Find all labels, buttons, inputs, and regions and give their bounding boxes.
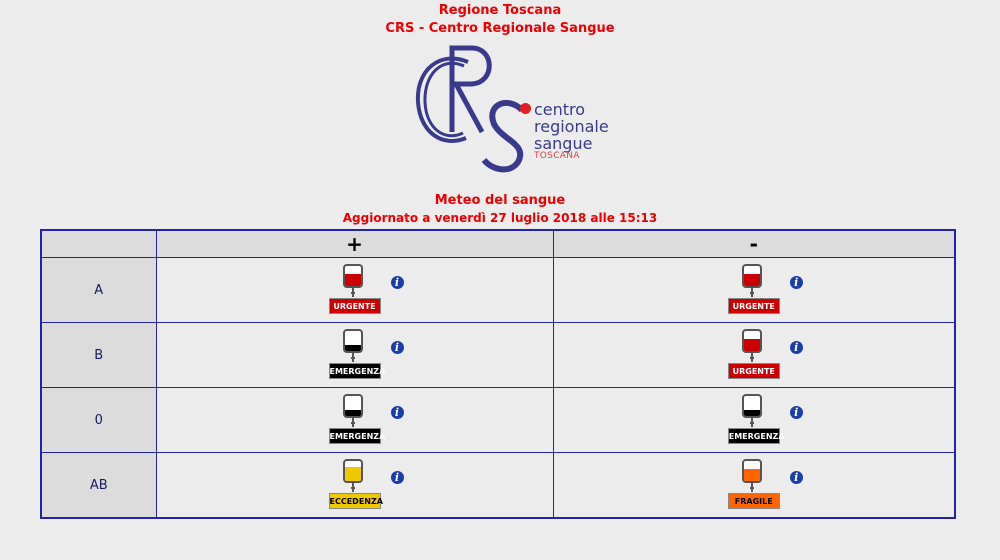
bag-tube-clip xyxy=(749,292,754,294)
updated-timestamp: Aggiornato a venerdì 27 luglio 2018 alle… xyxy=(342,211,658,225)
column-header-positive: + xyxy=(155,229,554,258)
blood-bag-fill xyxy=(344,410,361,416)
logo-text-toscana: TOSCANA xyxy=(534,151,580,161)
blood-bag-icon xyxy=(741,264,762,288)
status-cell-negative: FRAGILE i xyxy=(552,452,956,519)
blood-bag: URGENTE i xyxy=(727,264,803,318)
blood-bag: URGENTE i xyxy=(727,329,803,383)
logo-text-centro: centro xyxy=(534,100,586,119)
bag-tube-clip xyxy=(350,487,355,489)
status-badge: EMERGENZA xyxy=(328,363,385,379)
info-icon[interactable]: i xyxy=(789,471,803,484)
info-icon[interactable]: i xyxy=(789,276,803,289)
blood-bag-icon xyxy=(741,459,762,483)
bag-tube-clip xyxy=(350,357,355,359)
info-icon[interactable]: i xyxy=(789,341,803,354)
blood-bag: EMERGENZA i xyxy=(727,394,803,448)
blood-bag: EMERGENZA i xyxy=(328,394,404,448)
region-title: Regione Toscana xyxy=(438,3,562,18)
status-badge: EMERGENZA xyxy=(727,428,785,444)
blood-bag-icon xyxy=(342,459,363,483)
table-header-row: + - xyxy=(40,229,956,258)
info-icon[interactable]: i xyxy=(789,406,803,419)
blood-bag-fill xyxy=(344,345,361,351)
info-icon[interactable]: i xyxy=(390,341,404,354)
blood-group-label: 0 xyxy=(40,387,157,453)
blood-bag-fill xyxy=(344,274,361,286)
blood-bag-fill xyxy=(743,469,760,481)
blood-bag-icon xyxy=(741,329,762,353)
meteo-title: Meteo del sangue xyxy=(434,193,566,208)
status-cell-positive: EMERGENZA i xyxy=(155,387,554,453)
status-cell-positive: EMERGENZA i xyxy=(155,322,554,388)
status-badge: URGENTE xyxy=(727,363,780,379)
blood-bag: URGENTE i xyxy=(328,264,404,318)
blood-group-label: A xyxy=(40,257,157,323)
status-cell-negative: URGENTE i xyxy=(552,322,956,388)
status-cell-negative: EMERGENZA i xyxy=(552,387,956,453)
blood-bag-icon xyxy=(342,394,363,418)
blood-bag-fill xyxy=(743,274,760,286)
status-badge: URGENTE xyxy=(727,298,780,314)
bag-tube-clip xyxy=(350,422,355,424)
status-cell-negative: URGENTE i xyxy=(552,257,956,323)
status-badge: FRAGILE xyxy=(727,493,780,509)
crs-logo-mark xyxy=(415,45,525,173)
blood-bag: ECCEDENZA i xyxy=(328,459,404,513)
blood-bag-fill xyxy=(743,339,760,351)
status-badge: URGENTE xyxy=(328,298,381,314)
column-header-negative: - xyxy=(552,229,956,258)
logo-text-regionale: regionale xyxy=(534,117,609,136)
blood-group-label: B xyxy=(40,322,157,388)
blood-bag-fill xyxy=(344,467,361,481)
blood-bag: FRAGILE i xyxy=(727,459,803,513)
status-cell-positive: URGENTE i xyxy=(155,257,554,323)
bag-tube-clip xyxy=(749,357,754,359)
status-badge: EMERGENZA xyxy=(328,428,385,444)
blood-bag-fill xyxy=(743,410,760,416)
bag-tube-clip xyxy=(749,487,754,489)
bag-tube-clip xyxy=(350,292,355,294)
bag-tube-clip xyxy=(749,422,754,424)
column-header-empty xyxy=(40,229,157,258)
blood-bag-icon xyxy=(741,394,762,418)
blood-bag-icon xyxy=(342,329,363,353)
logo-red-dot xyxy=(520,103,531,114)
crs-logo: centro regionale sangue TOSCANA xyxy=(410,40,610,175)
logo-text-sangue: sangue xyxy=(534,134,593,153)
info-icon[interactable]: i xyxy=(390,276,404,289)
blood-group-label: AB xyxy=(40,452,157,519)
blood-bag: EMERGENZA i xyxy=(328,329,404,383)
status-cell-positive: ECCEDENZA i xyxy=(155,452,554,519)
info-icon[interactable]: i xyxy=(390,471,404,484)
info-icon[interactable]: i xyxy=(390,406,404,419)
status-badge: ECCEDENZA xyxy=(328,493,383,509)
blood-bag-icon xyxy=(342,264,363,288)
center-title: CRS - Centro Regionale Sangue xyxy=(385,21,615,36)
